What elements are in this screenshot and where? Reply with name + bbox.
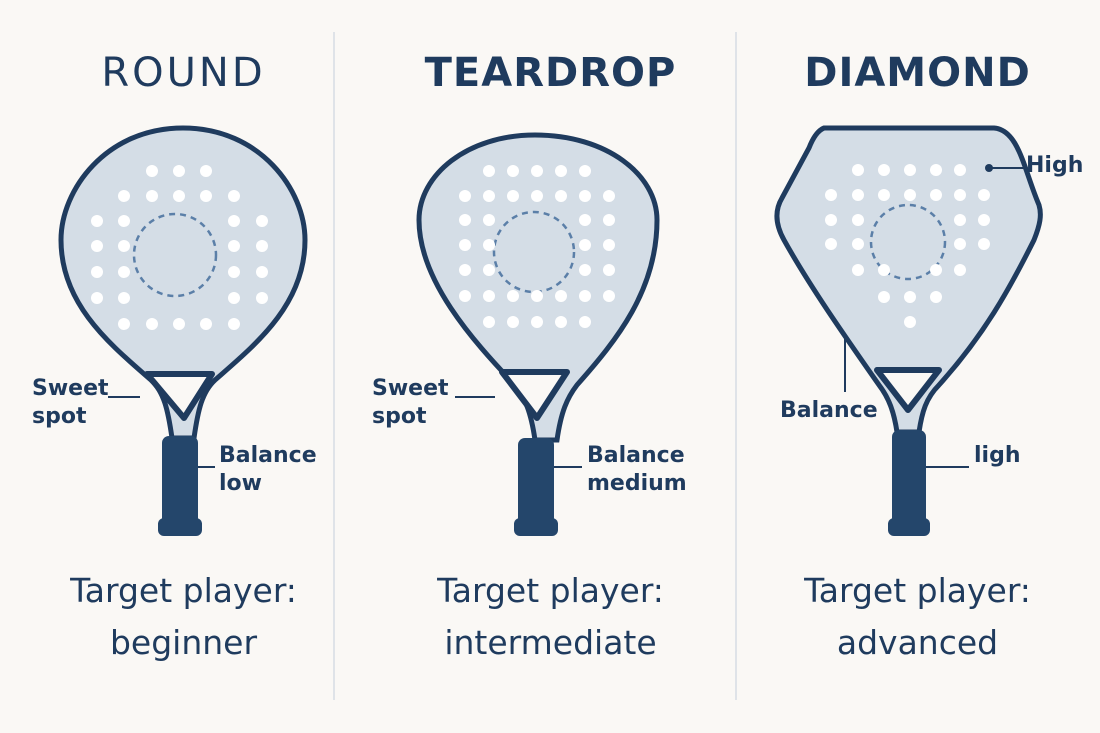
shape-title: DIAMOND (804, 50, 1031, 96)
sweet-spot-label: Sweet spot (372, 375, 452, 431)
target-player-label: Target player: (804, 571, 1031, 610)
target-player: Target player: advanced (734, 565, 1100, 669)
racket-throat (499, 369, 570, 421)
shape-title: ROUND (101, 50, 266, 96)
handle-cap (888, 518, 930, 536)
target-player-level: intermediate (444, 623, 657, 662)
sweet-spot-ring (869, 203, 947, 281)
sweet-spot-text: Sweet spot (32, 376, 109, 429)
column-divider (735, 32, 737, 700)
racket-handle (892, 430, 926, 534)
sweet-spot-text: Sweet spot (372, 376, 449, 429)
balance-level: low (219, 471, 262, 496)
round-racket-illustration (58, 125, 308, 536)
column-divider (333, 32, 335, 700)
balance-label: Balance low (219, 442, 317, 498)
target-player-level: beginner (109, 623, 258, 662)
balance-word: Balance (587, 443, 685, 468)
target-player-label: Target player: (70, 571, 297, 610)
sweet-spot-ring (492, 210, 576, 294)
string-holes (825, 164, 990, 328)
balance-word: Balance (219, 443, 317, 468)
racket-handle (518, 438, 554, 534)
shape-title: TEARDROP (424, 50, 677, 96)
string-holes (91, 165, 268, 330)
racket-handle (162, 436, 198, 534)
diamond-racket-illustration (774, 125, 1043, 536)
racket-throat (144, 371, 215, 421)
high-label: High (1026, 153, 1084, 178)
teardrop-racket-illustration (416, 132, 660, 536)
column-teardrop: TEARDROP Sweet spot Balance medium Targe… (367, 0, 734, 733)
handle-cap (514, 518, 558, 536)
target-player-level: advanced (836, 623, 999, 662)
balance-label: Balance medium (587, 442, 687, 498)
string-holes (459, 165, 615, 328)
racket-throat (874, 367, 942, 413)
target-player-label: Target player: (437, 571, 664, 610)
target-player: Target player: intermediate (367, 565, 734, 669)
target-player: Target player: beginner (0, 565, 367, 669)
balance-label: Balance (780, 398, 878, 423)
column-round: ROUND Sweet spot Balance low Target (0, 0, 367, 733)
balance-level: medium (587, 471, 687, 496)
handle-cap (158, 518, 202, 536)
sweet-spot-ring (132, 212, 218, 298)
sweet-spot-label: Sweet spot (32, 375, 112, 431)
ligh-label: ligh (974, 443, 1021, 468)
column-diamond: DIAMOND High Balance ligh Target player:… (734, 0, 1100, 733)
